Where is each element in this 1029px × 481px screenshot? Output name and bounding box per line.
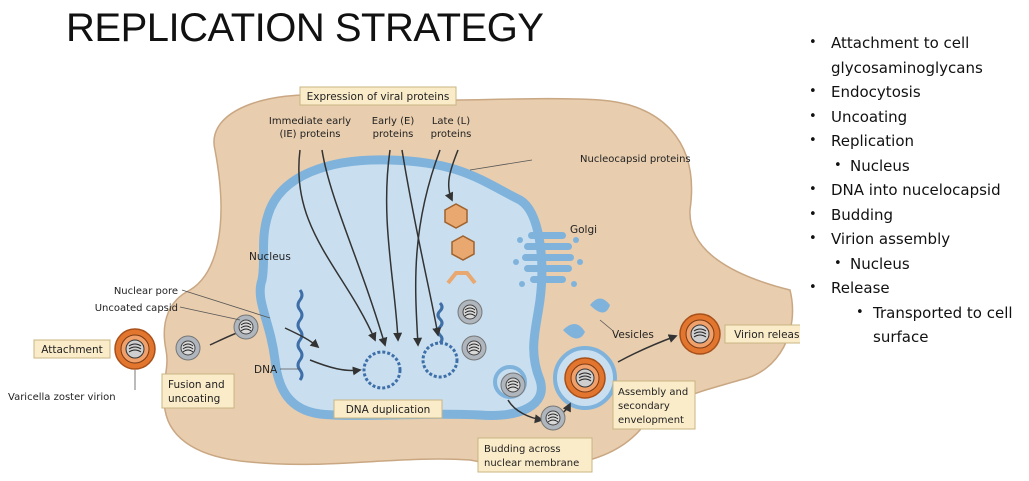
assembly-label-2: secondary xyxy=(618,401,670,412)
dna-duplication-label: DNA duplication xyxy=(346,404,431,416)
budding-label-2: nuclear membrane xyxy=(484,458,579,469)
bullet-item: •DNA into nucelocapsid xyxy=(800,178,1029,203)
capsid-hexagon-1 xyxy=(445,204,467,228)
golgi-label: Golgi xyxy=(570,224,597,236)
bullet-item: •Replication xyxy=(800,129,1029,154)
uncoated-capsid-label: Uncoated capsid xyxy=(95,303,178,314)
nucleus-label: Nucleus xyxy=(249,251,291,263)
capsid-fusing xyxy=(176,336,200,360)
sub-bullet-item: •Transported to cell xyxy=(800,301,1029,326)
early-label-1: Early (E) xyxy=(372,116,415,127)
bullet-item: •Uncoating xyxy=(800,105,1029,130)
nucleocapsid-label: Nucleocapsid proteins xyxy=(580,154,691,165)
budding-label-1: Budding across xyxy=(484,444,561,455)
capsid-budding-2 xyxy=(541,406,565,430)
sub-bullet-item: •Nucleus xyxy=(800,154,1029,179)
virion-release-label: Virion release xyxy=(734,329,800,341)
virion-released xyxy=(680,314,720,354)
attachment-label: Attachment xyxy=(41,344,103,356)
late-label-2: proteins xyxy=(431,129,472,140)
capsid-budding-1 xyxy=(501,373,525,397)
ie-label-1: Immediate early xyxy=(269,116,351,127)
bullet-item: •Attachment to cell xyxy=(800,31,1029,56)
early-label-2: proteins xyxy=(373,129,414,140)
capsid-hexagon-2 xyxy=(452,236,474,260)
bullet-item-continuation: glycosaminoglycans xyxy=(800,56,1029,81)
capsid-nucleus-2 xyxy=(462,336,486,360)
varicella-label: Varicella zoster virion xyxy=(8,392,116,403)
capsid-nucleus-1 xyxy=(458,300,482,324)
dna-label: DNA xyxy=(254,364,278,376)
bullet-item: •Budding xyxy=(800,203,1029,228)
ie-label-2: (IE) proteins xyxy=(279,129,340,140)
varicella-virion-outer xyxy=(115,329,155,369)
expression-label: Expression of viral proteins xyxy=(307,91,450,103)
bullet-item: •Endocytosis xyxy=(800,80,1029,105)
bullet-item: •Release xyxy=(800,276,1029,301)
replication-diagram: Expression of viral proteins Immediate e… xyxy=(0,0,800,481)
late-label-1: Late (L) xyxy=(432,116,470,127)
nuclear-pore-label: Nuclear pore xyxy=(114,286,178,297)
assembly-label-1: Assembly and xyxy=(618,387,688,398)
fusion-label-2: uncoating xyxy=(168,393,220,405)
capsid-uncoated xyxy=(234,315,258,339)
assembly-label-3: envelopment xyxy=(618,415,684,426)
sub-bullet-continuation: surface xyxy=(800,325,1029,350)
vesicles-label: Vesicles xyxy=(612,329,654,341)
assembling-virion xyxy=(565,358,605,398)
bullet-item: •Virion assembly xyxy=(800,227,1029,252)
fusion-label-1: Fusion and xyxy=(168,379,225,391)
bullet-list: •Attachment to cell glycosaminoglycans •… xyxy=(800,31,1029,350)
sub-bullet-item: •Nucleus xyxy=(800,252,1029,277)
